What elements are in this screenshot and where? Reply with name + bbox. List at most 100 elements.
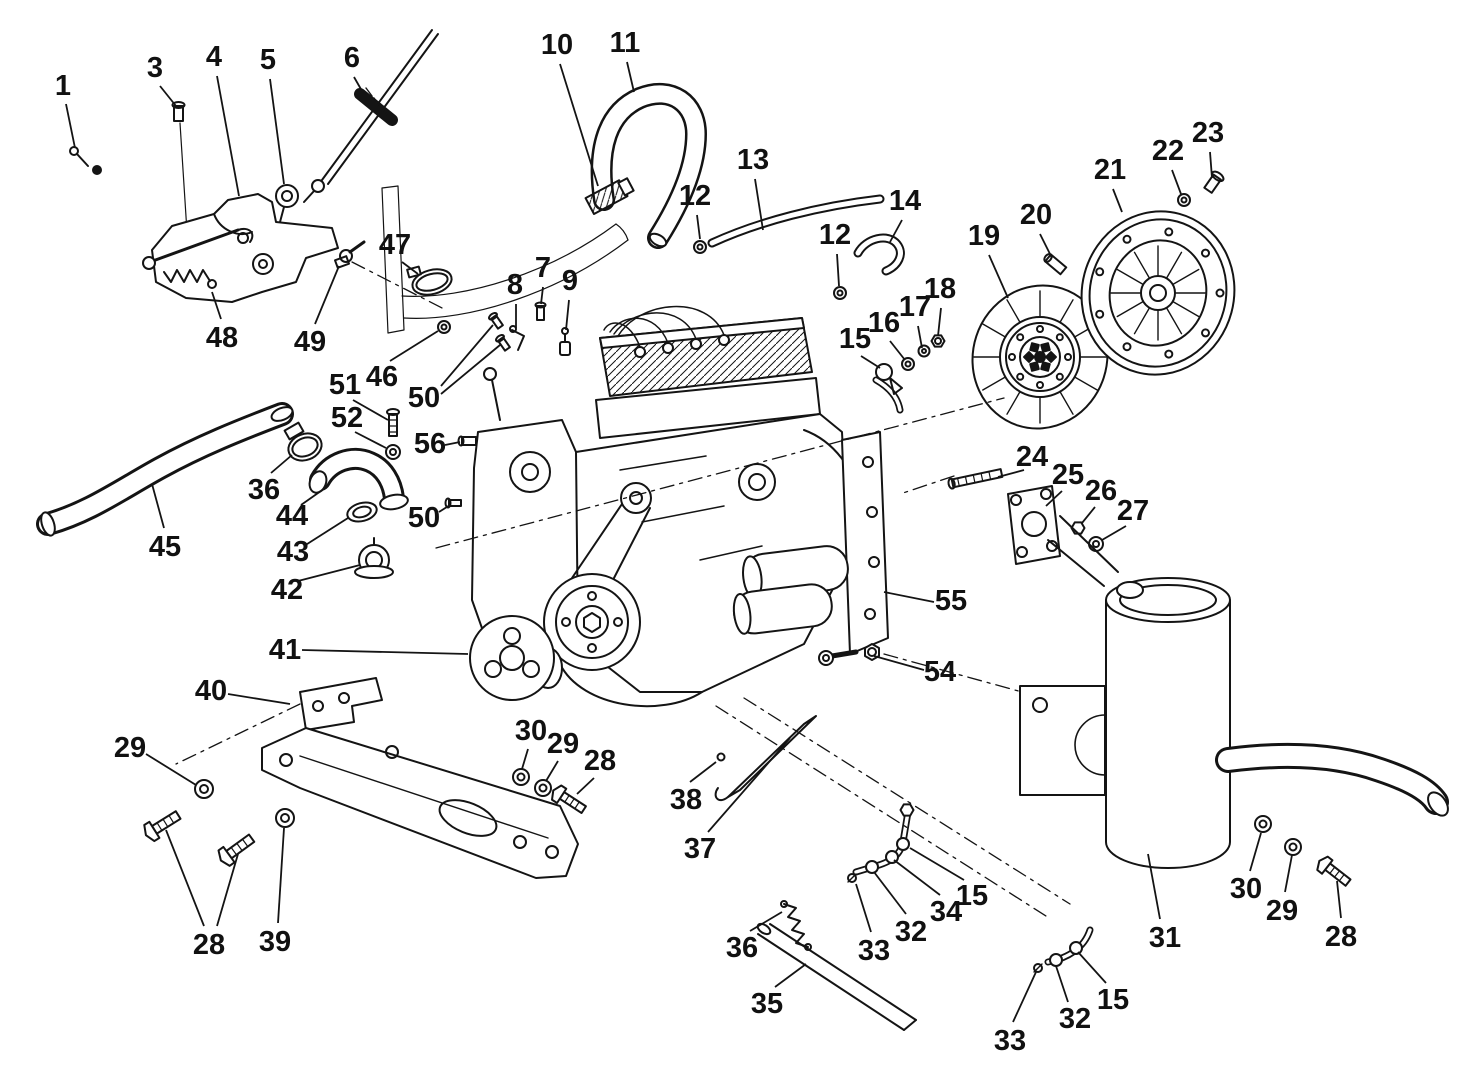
leader-line-50 <box>438 504 451 513</box>
engine-mounting-bracket-part <box>279 753 293 767</box>
engine-assembly-part <box>629 491 643 505</box>
callout-16: 16 <box>868 307 900 339</box>
engine-assembly-part <box>868 556 880 568</box>
hose-fitting-part <box>617 177 635 197</box>
callout-14: 14 <box>889 185 921 217</box>
dipstick-rod-part <box>714 787 729 802</box>
callout-33: 33 <box>994 1025 1026 1057</box>
engine-assembly-part <box>583 612 601 633</box>
muffler-inlet-pipe <box>1047 515 1119 587</box>
muffler-group-part <box>1088 536 1104 552</box>
callout-13: 13 <box>737 144 769 176</box>
bottom-left-hardware-part-part <box>230 838 249 856</box>
clutch-disc <box>971 284 1109 430</box>
clamp-washer-set-part <box>917 344 931 358</box>
phantom-center-lines-part <box>175 703 301 765</box>
callout-22: 22 <box>1152 135 1184 167</box>
fuel-tube <box>707 194 885 248</box>
callout-25: 25 <box>1052 459 1084 491</box>
upper-small-hardware-part-part <box>444 497 452 509</box>
clutch-disc-part <box>1064 353 1072 361</box>
drive-pulley-part <box>469 615 555 701</box>
leader-line-19 <box>988 254 1009 299</box>
leader-line-15 <box>1077 951 1107 984</box>
clutch-disc-part <box>1019 336 1061 378</box>
clutch-hardware-part-part <box>1044 253 1068 276</box>
callout-28: 28 <box>193 929 225 961</box>
clutch-disc-part <box>1055 372 1064 381</box>
engine-assembly-part <box>587 591 597 601</box>
throttle-bracket-assembly-part <box>258 259 268 269</box>
engine-assembly-part <box>619 455 763 561</box>
upper-small-hardware-part <box>536 305 545 321</box>
callout-28: 28 <box>1325 921 1357 953</box>
callout-1: 1 <box>55 70 71 102</box>
throttle-bracket-assembly-part <box>281 190 293 202</box>
leader-line-22 <box>1171 169 1182 195</box>
callout-10: 10 <box>541 29 573 61</box>
engine-mounting-bracket-part <box>299 755 549 839</box>
leader-line-21 <box>1112 188 1123 213</box>
leader-line-47 <box>401 261 419 275</box>
engine-assembly-part <box>748 473 766 491</box>
callout-42: 42 <box>271 574 303 606</box>
throttle-bracket-assembly-part <box>237 232 249 244</box>
engine-assembly-part <box>509 451 551 493</box>
leader-line-27 <box>1101 525 1127 541</box>
leader-line-6 <box>353 76 367 99</box>
upper-hose-group-part <box>709 196 883 246</box>
drive-pulley-part <box>499 645 525 671</box>
leader-line-39 <box>277 827 285 924</box>
bottom-left-hardware-part <box>217 833 256 867</box>
throttle-bracket-assembly-part <box>615 223 629 241</box>
phantom-center-lines-part <box>899 475 955 495</box>
leader-line-18 <box>937 307 942 337</box>
clutch-disc-part <box>1040 342 1051 353</box>
clutch-disc-part <box>1029 361 1040 372</box>
upper-small-hardware-part <box>561 327 569 335</box>
leader-line-15 <box>909 847 965 881</box>
callout-29: 29 <box>1266 895 1298 927</box>
upper-small-hardware-part-part <box>448 499 462 507</box>
drive-pulley-part <box>503 627 521 645</box>
engine-assembly-part <box>662 342 674 354</box>
clamp-washer-set-part <box>904 360 912 368</box>
fuel-line-assembly-part <box>899 803 915 817</box>
drive-pulley <box>469 615 563 701</box>
clutch-hardware-part-part <box>1203 173 1222 194</box>
leader-line-30 <box>521 748 529 770</box>
engine-mounting-bracket <box>261 677 579 879</box>
phantom-center-lines-part <box>351 261 447 311</box>
thermostat-housing-group-part <box>352 505 372 519</box>
clutch-disc-part <box>1029 342 1040 353</box>
leader-line-35 <box>774 963 807 988</box>
clutch-hardware-part <box>1203 170 1225 194</box>
dipstick-rod-part <box>716 752 726 762</box>
callout-44: 44 <box>276 500 308 532</box>
upper-small-hardware-part <box>415 272 449 292</box>
leader-line-40 <box>227 693 291 705</box>
phantom-center-lines-part <box>435 397 1005 549</box>
throttle-bracket-assembly-part <box>148 228 240 264</box>
engine-assembly-part <box>732 583 833 635</box>
pressure-plate-part <box>1140 275 1176 311</box>
clamp-washer-set-part <box>930 334 946 348</box>
callout-30: 30 <box>515 715 547 747</box>
drive-belt <box>571 503 651 579</box>
upper-small-hardware-part <box>511 329 525 351</box>
leader-line-29 <box>145 753 197 786</box>
leader-line-29 <box>545 760 559 782</box>
callout-49: 49 <box>294 326 326 358</box>
engine-assembly-part <box>866 506 878 518</box>
throttle-bracket-assembly-part <box>142 256 156 270</box>
engine-assembly-part <box>617 305 725 337</box>
clutch-hardware-part <box>1180 196 1188 204</box>
engine-mounting-bracket-part <box>312 700 324 712</box>
leader-line-25 <box>1045 490 1063 507</box>
leader-line-28 <box>216 853 239 927</box>
engine-assembly-part <box>862 456 874 468</box>
leader-line-14 <box>889 219 903 243</box>
center-bottom-hardware-part <box>516 772 526 782</box>
callout-36: 36 <box>726 932 758 964</box>
